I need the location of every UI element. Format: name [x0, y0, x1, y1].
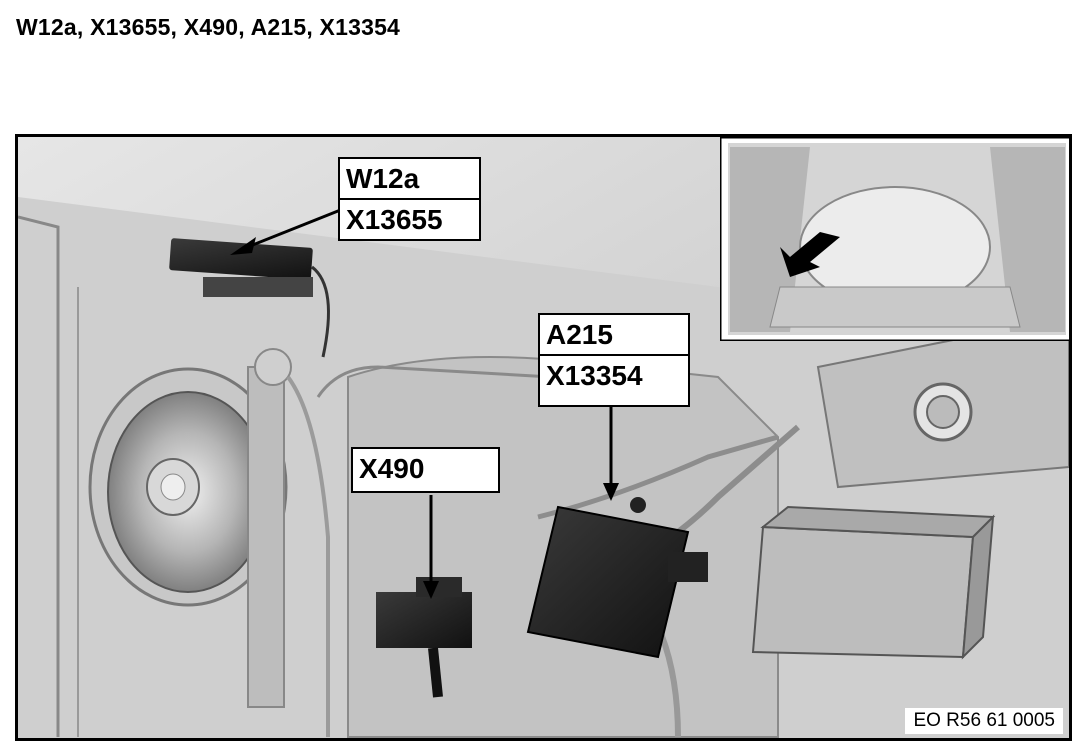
callout-x490: X490 [351, 447, 500, 493]
callout-a215: A215 X13354 [538, 313, 690, 407]
x490-connector [376, 577, 472, 698]
figure-code: EO R56 61 0005 [905, 708, 1063, 734]
callout-w12a: W12a X13655 [338, 157, 481, 241]
callout-w12a-line-2: X13655 [340, 198, 479, 239]
callout-x490-line-1: X490 [359, 453, 425, 484]
w12a-module [169, 238, 330, 358]
a215-module [526, 497, 708, 659]
page-title: W12a, X13655, X490, A215, X13354 [16, 14, 401, 40]
amplifier [751, 505, 996, 660]
component-location-figure: W12a X13655 X490 A215 X13354 EO R56 61 0… [15, 134, 1072, 741]
callout-w12a-line-1: W12a [346, 163, 420, 194]
leader-lines [230, 207, 619, 599]
vehicle-overview-inset [720, 137, 1069, 341]
loudspeaker [88, 367, 288, 607]
callout-a215-line-1: A215 [546, 319, 613, 350]
callout-a215-line-2: X13354 [540, 354, 688, 395]
